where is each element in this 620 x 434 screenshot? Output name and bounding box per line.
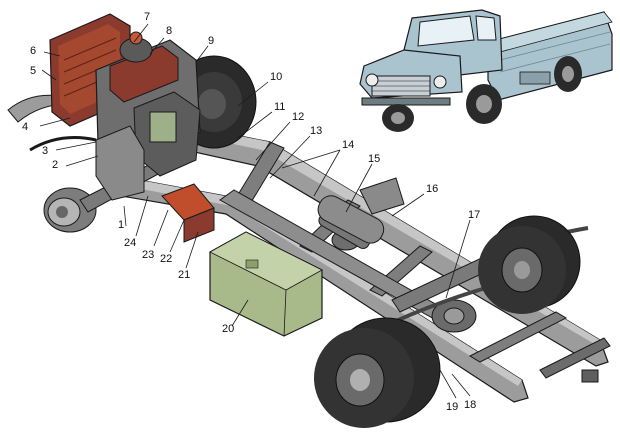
callout-23: 23 (142, 249, 154, 261)
callout-24: 24 (124, 237, 136, 249)
battery-box (161, 183, 215, 243)
callout-15: 15 (368, 153, 380, 165)
callout-22: 22 (160, 253, 172, 265)
callout-16: 16 (426, 183, 438, 195)
engine-assembly (49, 13, 201, 201)
callout-17: 17 (468, 209, 480, 221)
rear-wheel-near (314, 317, 441, 428)
callout-4: 4 (22, 121, 28, 133)
callout-21: 21 (178, 269, 190, 281)
callout-6: 6 (30, 45, 36, 57)
callout-20: 20 (222, 323, 234, 335)
bracket (359, 177, 405, 215)
callout-13: 13 (310, 125, 322, 137)
steering-link (29, 136, 97, 152)
fuel-tank (209, 231, 323, 337)
callout-10: 10 (270, 71, 282, 83)
truck-inset (359, 9, 613, 132)
callout-3: 3 (42, 145, 48, 157)
callout-19: 19 (446, 401, 458, 413)
callout-18: 18 (464, 399, 476, 411)
callout-7: 7 (144, 11, 150, 23)
callout-labels: 1 2 3 4 5 6 7 8 9 10 11 12 13 14 15 16 1… (22, 11, 480, 413)
rear-wheel-far (478, 215, 581, 314)
callout-14: 14 (342, 139, 354, 151)
callout-8: 8 (166, 25, 172, 37)
callout-9: 9 (208, 35, 214, 47)
callout-1: 1 (118, 219, 124, 231)
leader-lines (39, 23, 471, 399)
callout-5: 5 (30, 65, 36, 77)
callout-11: 11 (274, 101, 285, 113)
muffler (317, 195, 385, 244)
callout-2: 2 (52, 159, 58, 171)
callout-12: 12 (292, 111, 304, 123)
